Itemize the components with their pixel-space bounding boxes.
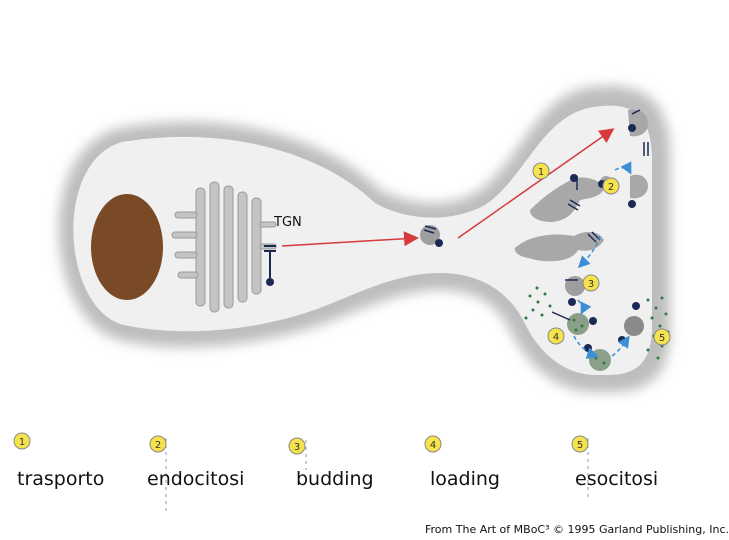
step-marker-1: 1 [532,162,550,180]
transport-vesicle [420,225,443,247]
svg-text:1: 1 [19,437,25,448]
recycling-arrows [573,161,632,359]
svg-text:4: 4 [553,332,559,343]
golgi-apparatus [171,181,277,313]
step-marker-5: 5 [653,328,671,346]
svg-text:4: 4 [430,440,436,451]
svg-text:2: 2 [155,440,161,451]
legend-label-endocitosi: endocitosi [147,468,245,490]
transport-arrow [281,231,419,247]
legend-label-trasporto: trasporto [17,468,105,490]
svg-text:3: 3 [588,279,594,290]
svg-text:5: 5 [577,440,583,451]
legend-marker-3: 3 [288,437,307,470]
loading-vesicle [551,311,597,335]
tgn-label: TGN [273,215,302,230]
budding-vesicle [565,276,585,306]
credit-line: From The Art of MBoC³ © 1995 Garland Pub… [425,523,729,536]
svg-text:3: 3 [294,442,300,453]
legend-marker-1: 1 [13,432,31,450]
legend-marker-4: 4 [424,435,442,453]
tgn-receptor [264,245,276,286]
step-marker-3: 3 [582,274,600,292]
svg-text:5: 5 [659,333,665,344]
legend-marker-2: 2 [149,435,167,515]
membrane-receptors [598,109,649,208]
step-marker-4: 4 [547,327,565,345]
legend-label-budding: budding [296,468,374,490]
exocytosis-arrow [457,128,615,239]
step-marker-2: 2 [602,177,620,195]
legend-marker-5: 5 [571,435,589,500]
svg-text:1: 1 [538,167,544,178]
nucleus [91,194,163,300]
svg-text:2: 2 [608,182,614,193]
legend-label-esocitosi: esocitosi [575,468,659,490]
legend-label-loading: loading [430,468,500,490]
